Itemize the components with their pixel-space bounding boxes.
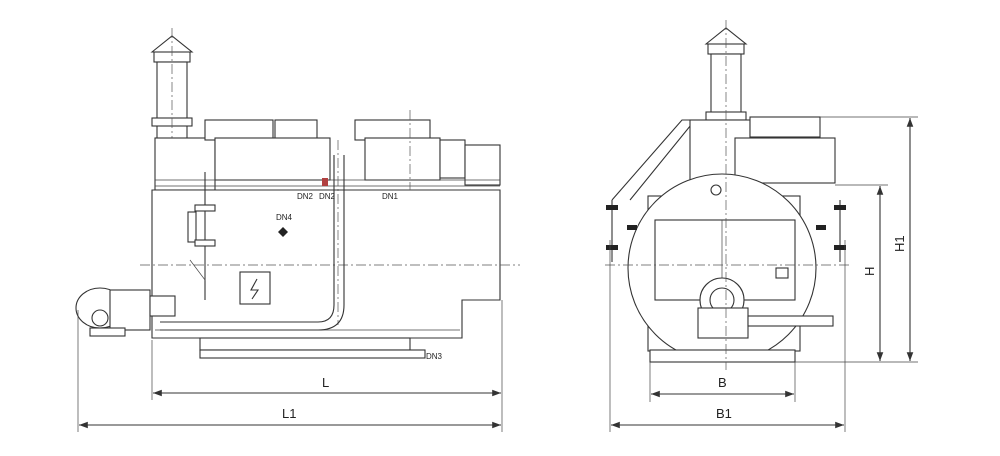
lightning-bolt-icon — [250, 278, 260, 300]
valves-left — [606, 200, 637, 262]
dn4-nozzle-marker — [278, 227, 288, 237]
dimension-h1: H1 — [892, 235, 907, 252]
burner — [75, 287, 176, 337]
dimension-l: L — [322, 375, 329, 390]
valves-right — [816, 200, 846, 262]
feed-pipe — [160, 155, 335, 323]
dimension-b1: B1 — [716, 406, 732, 421]
nozzle-label-dn2: DN2 — [297, 192, 314, 201]
burner — [697, 277, 834, 339]
nozzle-label-dn3: DN3 — [426, 352, 443, 361]
side-view: B B1 H H1 — [605, 20, 918, 432]
electrical-box — [239, 271, 271, 305]
dimension-b: B — [718, 375, 727, 390]
steam-header — [734, 137, 836, 184]
water-level-gauge — [187, 172, 216, 300]
pressure-gauge — [710, 184, 722, 196]
smoke-box — [154, 137, 216, 191]
boiler-shell — [151, 189, 501, 339]
front-view: DN2 DN2 DN1 DN4 DN3 L L1 — [75, 28, 520, 432]
dimension-l1: L1 — [282, 406, 296, 421]
steam-header — [204, 119, 501, 186]
base-frame — [199, 337, 411, 351]
nozzle-label-dn2: DN2 — [319, 192, 336, 201]
highlighted-pipe-section — [322, 178, 328, 186]
access-ladder — [611, 119, 697, 201]
base-frame — [649, 349, 796, 363]
nozzle-label-dn1: DN1 — [382, 192, 399, 201]
nozzle-label-dn4: DN4 — [276, 213, 293, 222]
dimension-h: H — [862, 267, 877, 276]
